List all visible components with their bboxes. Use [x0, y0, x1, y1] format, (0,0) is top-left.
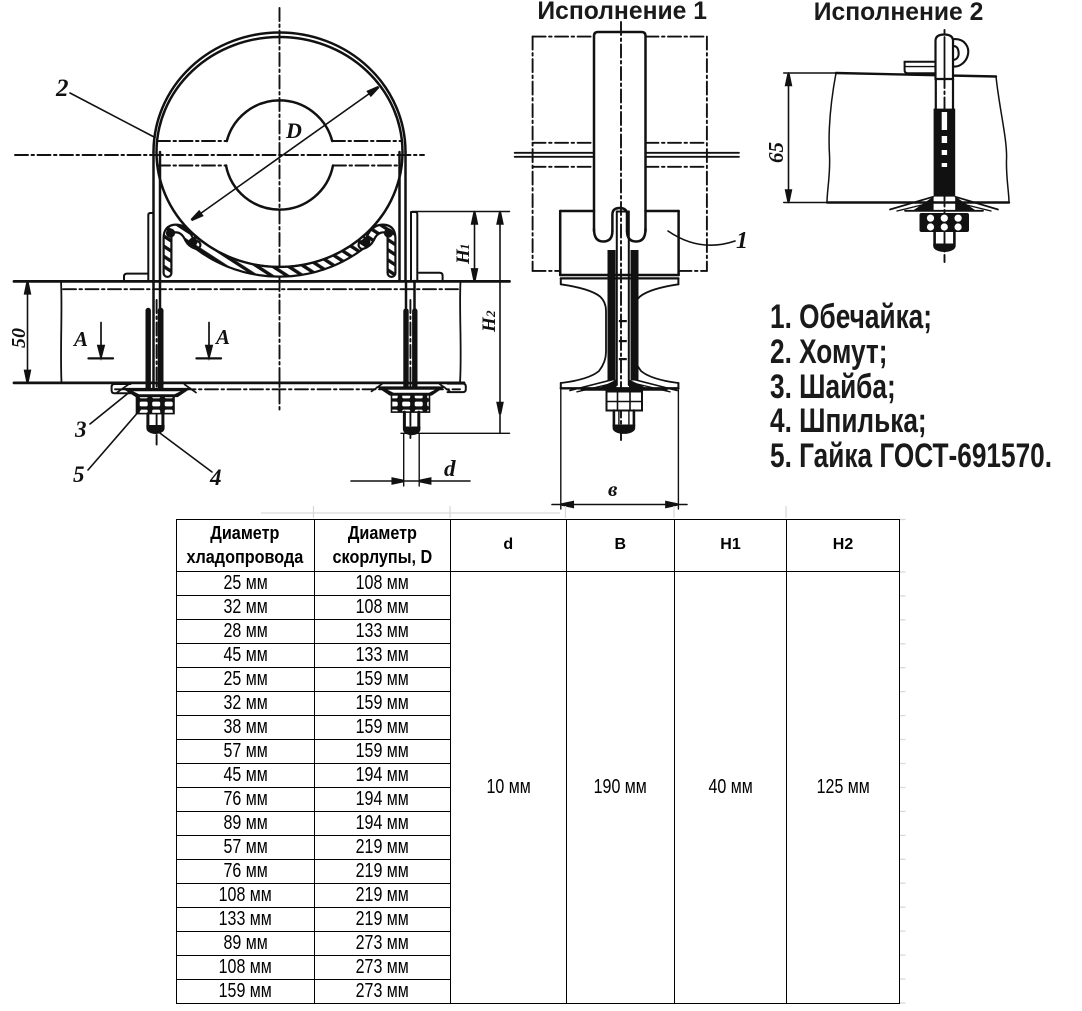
svg-text:A: A	[214, 325, 230, 349]
svg-text:1: 1	[457, 244, 472, 251]
svg-text:3: 3	[74, 417, 87, 442]
svg-text:2: 2	[55, 75, 69, 102]
svg-text:5: 5	[73, 462, 85, 487]
svg-text:в: в	[608, 477, 618, 501]
svg-text:2: 2	[483, 310, 498, 318]
svg-text:65: 65	[764, 142, 788, 163]
svg-text:D: D	[285, 118, 302, 143]
svg-text:4: 4	[209, 465, 222, 490]
svg-text:d: d	[444, 456, 456, 481]
svg-text:H: H	[479, 316, 500, 333]
svg-text:1: 1	[736, 228, 748, 254]
svg-text:50: 50	[8, 328, 30, 348]
svg-text:A: A	[72, 327, 88, 351]
svg-text:H: H	[453, 248, 474, 265]
